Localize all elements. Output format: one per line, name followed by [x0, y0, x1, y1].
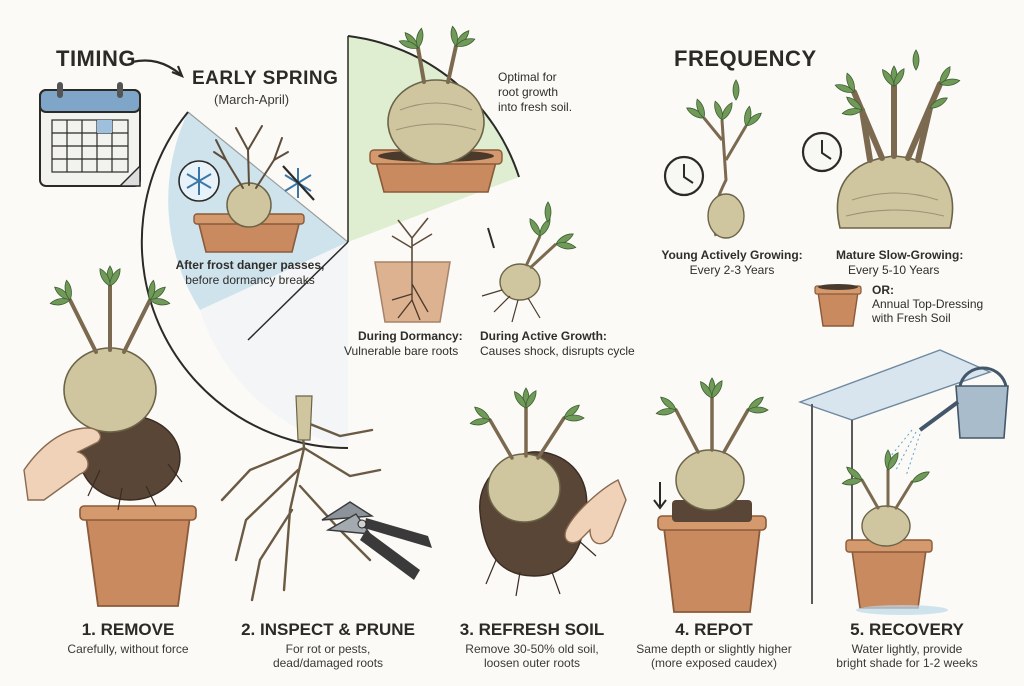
frost-line-1: After frost danger passes, — [175, 258, 325, 272]
young-desc: Every 2-3 Years — [689, 263, 775, 277]
step-3-line-2: loosen outer roots — [483, 656, 581, 670]
mature-title: Mature Slow-Growing: — [836, 248, 964, 262]
alt-line-2: with Fresh Soil — [872, 311, 951, 325]
step-4-title: 4. REPOT — [675, 620, 753, 639]
alt-line-1: Annual Top-Dressing — [872, 297, 984, 311]
optimal-line-2: root growth — [498, 85, 559, 99]
top-dressing-pot — [814, 284, 862, 327]
no-frost-icon — [282, 165, 315, 201]
clock-icon-mature — [801, 131, 843, 173]
step-3-title: 3. REFRESH SOIL — [459, 620, 605, 639]
optimal-line-1: Optimal for — [498, 70, 557, 84]
hand-icon — [23, 427, 102, 501]
active-growth-bare-roots — [481, 201, 577, 323]
down-arrow-icon — [653, 482, 667, 510]
step-5-illustration — [841, 449, 948, 615]
step-3-illustration — [469, 387, 597, 597]
step-5-line-2: bright shade for 1-2 weeks — [836, 656, 978, 670]
avoid-active-title: During Active Growth: — [480, 329, 607, 343]
watering-can-icon — [885, 366, 1009, 477]
step-1-title: 1. REMOVE — [81, 620, 175, 639]
spring-caudex-plant — [369, 25, 503, 193]
step-4-line-1: Same depth or slightly higher — [636, 642, 792, 656]
step-5-line-1: Water lightly, provide — [851, 642, 963, 656]
step-2-line-1: For rot or pests, — [285, 642, 371, 656]
step-5-title: 5. RECOVERY — [850, 620, 964, 639]
young-caudex-plant — [684, 79, 764, 239]
step-4-illustration — [655, 377, 769, 613]
alt-title: OR: — [872, 283, 894, 297]
pruning-shears-icon — [321, 501, 432, 580]
season-months: (March-April) — [214, 92, 290, 107]
step-2-title: 2. INSPECT & PRUNE — [241, 620, 415, 639]
step-3-line-1: Remove 30-50% old soil, — [465, 642, 599, 656]
step-4-line-2: (more exposed caudex) — [650, 656, 778, 670]
timing-title: TIMING — [56, 46, 136, 71]
mature-desc: Every 5-10 Years — [848, 263, 940, 277]
frequency-title: FREQUENCY — [674, 46, 817, 71]
step-2-line-2: dead/damaged roots — [272, 656, 384, 670]
step-2-illustration — [220, 395, 382, 602]
avoid-active-desc: Causes shock, disrupts cycle — [480, 344, 635, 358]
hand-icon-step-3 — [564, 479, 627, 545]
clock-icon — [663, 155, 705, 197]
step-1-line-1: Carefully, without force — [67, 642, 189, 656]
calendar-icon — [39, 82, 141, 187]
avoid-dormancy-title: During Dormancy: — [358, 329, 463, 343]
avoid-dormancy-desc: Vulnerable bare roots — [344, 344, 459, 358]
optimal-line-3: into fresh soil. — [498, 100, 573, 114]
dormant-caudex-plant — [193, 125, 305, 253]
step-1-illustration — [49, 265, 197, 607]
frost-line-2: before dormancy breaks — [185, 273, 315, 287]
dormancy-bare-roots — [374, 217, 451, 323]
season-label: EARLY SPRING — [192, 68, 339, 89]
young-title: Young Actively Growing: — [661, 248, 803, 262]
snowflake-icon — [178, 160, 220, 202]
timing-arrow-icon — [131, 59, 181, 75]
mature-caudex-plant — [833, 49, 961, 229]
